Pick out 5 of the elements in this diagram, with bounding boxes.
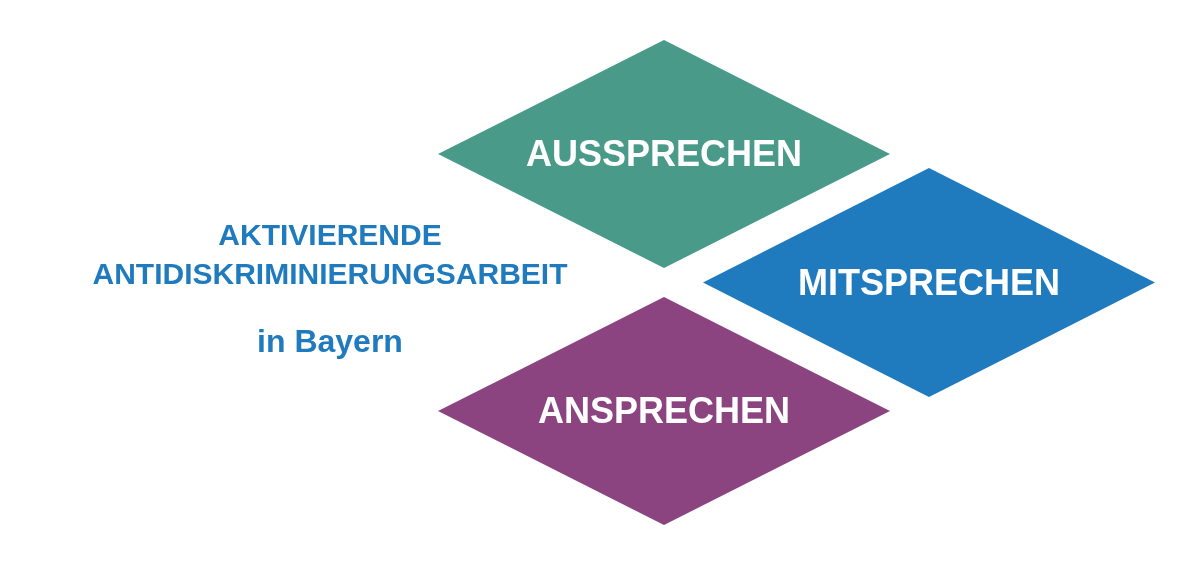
subheading-text: in Bayern [256, 322, 404, 361]
diamond-label: AUSSPRECHEN [524, 133, 803, 175]
heading-text: AKTIVIERENDE ANTIDISKRIMINIERUNGSARBEIT [91, 217, 569, 292]
diamond-label: ANSPRECHEN [536, 390, 791, 432]
diamond-label: MITSPRECHEN [797, 261, 1061, 304]
